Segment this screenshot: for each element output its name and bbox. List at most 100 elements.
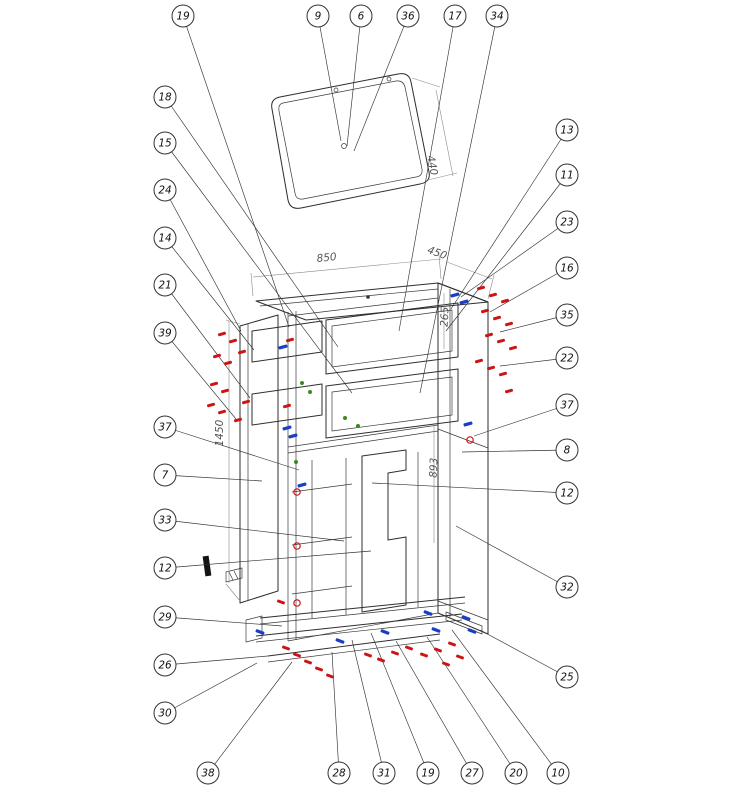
leader-line — [182, 15, 290, 328]
callout-7: 7 — [153, 463, 177, 487]
dimension-label: 440 — [424, 154, 440, 176]
leader-line — [164, 616, 283, 627]
upper-drawer-side — [251, 320, 323, 363]
screw-mark-red — [315, 666, 323, 672]
screw-mark-red — [241, 399, 251, 405]
screw-mark-red — [304, 659, 312, 665]
leader-line — [351, 639, 385, 774]
callout-number: 19 — [176, 11, 190, 23]
callout-circle — [555, 393, 579, 417]
callout-circle — [555, 481, 579, 505]
callout-39: 39 — [153, 321, 177, 345]
callout-31: 31 — [372, 761, 396, 785]
callout-35: 35 — [555, 303, 579, 327]
lower-drawer — [251, 368, 459, 439]
leader-lines — [164, 15, 568, 774]
screw-mark-red — [212, 353, 222, 359]
callout-19: 19 — [171, 4, 195, 28]
leader-line — [164, 237, 255, 351]
callout-circle — [349, 4, 373, 28]
callout-number: 24 — [158, 185, 171, 197]
carcass-edges — [287, 297, 439, 642]
callout-26: 26 — [153, 653, 177, 677]
leader-line — [331, 651, 340, 774]
screw-mark-red — [504, 388, 514, 394]
callout-27: 27 — [460, 761, 484, 785]
screw-mark-red — [377, 657, 385, 663]
screw-mark-red — [488, 292, 498, 298]
callout-23: 23 — [555, 210, 579, 234]
callout-circle — [153, 415, 177, 439]
callout-10: 10 — [546, 761, 570, 785]
callout-number: 38 — [201, 768, 215, 780]
screw-mark-red — [498, 371, 508, 377]
screw-mark-red — [434, 647, 442, 653]
callout-8: 8 — [555, 438, 579, 462]
callout-24: 24 — [153, 178, 177, 202]
leader-line — [164, 662, 258, 714]
dowel-mark-blue — [467, 628, 477, 634]
callout-34: 34 — [485, 4, 509, 28]
leader-line — [450, 129, 568, 310]
callout-circle — [153, 131, 177, 155]
dowel-mark-blue — [288, 433, 298, 439]
screw-mark-red — [326, 673, 334, 679]
callout-number: 14 — [158, 233, 171, 245]
callout-circle — [153, 178, 177, 202]
cam-lock-mark — [293, 542, 301, 550]
callout-circle — [443, 4, 467, 28]
leader-line — [164, 655, 269, 666]
screw-mark-red — [391, 650, 399, 656]
dimension-label: 850 — [316, 251, 338, 265]
callout-circle — [196, 761, 220, 785]
pin-mark-green — [308, 390, 312, 394]
dimension-lines — [225, 77, 495, 602]
callout-32: 32 — [555, 575, 579, 599]
leader-line — [317, 15, 342, 142]
callout-12: 12 — [153, 556, 177, 580]
callout-25: 25 — [555, 665, 579, 689]
screw-mark-red — [476, 285, 486, 291]
leader-line — [353, 15, 409, 152]
base-right-support — [445, 611, 483, 635]
callout-number: 10 — [551, 768, 565, 780]
callout-30: 30 — [153, 701, 177, 725]
callout-circle — [396, 4, 420, 28]
callout-38: 38 — [196, 761, 220, 785]
callout-circle — [555, 438, 579, 462]
screw-mark-red — [442, 661, 450, 667]
screw-mark-red — [293, 652, 301, 658]
callout-number: 12 — [560, 488, 574, 500]
callout-circle — [416, 761, 440, 785]
leader-line — [164, 550, 372, 569]
dowel-mark-blue — [459, 299, 469, 305]
leader-line — [164, 519, 345, 542]
callout-28: 28 — [327, 761, 351, 785]
callout-circle — [555, 210, 579, 234]
mirror-panel — [271, 73, 430, 209]
callout-circle — [306, 4, 330, 28]
callout-number: 12 — [158, 563, 172, 575]
leader-line — [461, 449, 568, 453]
callout-19: 19 — [416, 761, 440, 785]
leader-line — [398, 15, 456, 332]
screw-mark-red — [504, 321, 514, 327]
callout-number: 22 — [560, 353, 574, 365]
screw-mark-red — [206, 402, 216, 408]
callout-circle — [153, 605, 177, 629]
leader-line — [164, 284, 251, 399]
callout-circle — [153, 463, 177, 487]
screw-mark-red — [484, 332, 494, 338]
callout-14: 14 — [153, 226, 177, 250]
pin-mark-green — [294, 460, 298, 464]
callout-number: 39 — [158, 328, 172, 340]
callout-circle — [555, 256, 579, 280]
screw-mark-red — [217, 331, 227, 337]
right-side-panel — [437, 282, 489, 635]
cam-lock-mark — [466, 436, 474, 444]
callout-number: 28 — [332, 768, 346, 780]
callout-37: 37 — [555, 393, 579, 417]
callout-number: 13 — [560, 125, 573, 137]
callout-circle — [153, 701, 177, 725]
